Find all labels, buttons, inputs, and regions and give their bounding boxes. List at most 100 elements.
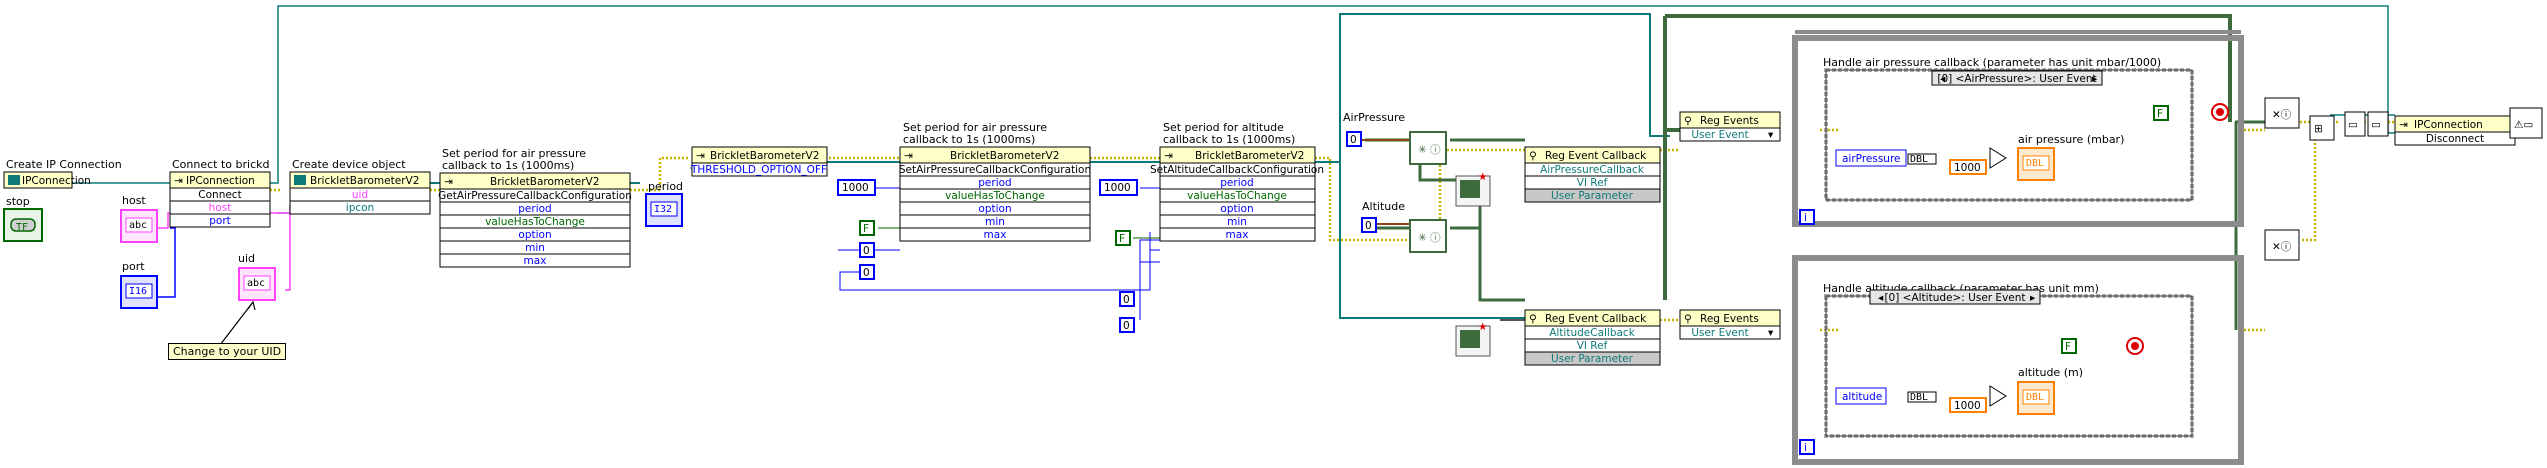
case-next-icon: ▸ [2092,73,2098,85]
connect-node[interactable]: Connect to brickd ⇥ IPConnection Connect… [169,158,271,228]
reg-callback-alt-node[interactable]: ⚲ Reg Event Callback AltitudeCallback VI… [1524,309,1661,366]
close-reference-2[interactable]: ▭ [2367,111,2389,137]
property-value: THRESHOLD_OPTION_OFF [690,164,827,176]
const-1000-a[interactable]: 1000 [837,179,876,196]
destroy-user-event-2[interactable]: ✕ⓘ [2264,229,2300,261]
reg-callback-air-title: Reg Event Callback [1545,150,1647,162]
stop-label: stop [6,195,30,208]
svg-text:I16: I16 [129,286,147,297]
air-indicator-label: air pressure (mbar) [2018,133,2124,146]
set-air-node[interactable]: Set period for air pressure callback to … [899,121,1091,242]
const-1000-a-value: 1000 [842,182,869,194]
svg-text:I32: I32 [654,204,672,215]
set-air-param-period: period [978,177,1011,189]
invoke-node-icon: ⇥ [444,176,453,188]
error-handler-node[interactable]: ⚠▭ [2509,107,2543,139]
create-device-name: BrickletBarometerV2 [310,175,419,187]
reg-events-2-node[interactable]: ⚲ Reg Events User Event ▾ [1679,309,1781,340]
create-user-event-1[interactable]: ✳ ⓘ [1409,131,1447,165]
create-ip-connection-node[interactable]: Create IP Connection IPConnection [3,158,122,189]
register-callback-icon: ⚲ [1529,313,1537,325]
set-alt-method: SetAltitudeCallbackConfiguration [1150,164,1324,176]
get-config-node[interactable]: Set period for air pressure callback to … [438,147,632,268]
svg-text:0: 0 [1365,220,1372,232]
port-terminal[interactable]: port I16 [120,260,158,309]
type-convert-icon [1907,391,1937,403]
reg-callback-air-param-event: AirPressureCallback [1540,164,1645,176]
uid-terminal[interactable]: uid abc [238,252,276,301]
const-0-d[interactable]: 0 [1119,317,1135,333]
merge-errors-node[interactable]: ⊞ [2309,115,2335,141]
port-wire [158,227,176,298]
divide-icon [1989,147,2007,169]
const-0-d-value: 0 [1123,320,1130,332]
air-case-selector: [0] <AirPressure>: User Event [1937,73,2096,85]
const-1000-b[interactable]: 1000 [1099,179,1138,196]
period-label: period [648,180,683,193]
set-alt-param-period: period [1220,177,1253,189]
string-control-icon [125,217,153,233]
const-0-b-value: 0 [863,267,870,279]
while-loop-alt[interactable]: Handle altitude callback (parameter has … [1792,255,2244,465]
callback-vi-air[interactable]: ★ [1455,171,1491,207]
event-reg-wire [1663,14,2232,300]
set-alt-node[interactable]: Set period for altitude callback to 1s (… [1150,121,1324,242]
const-false-b-value: F [1119,233,1125,245]
register-callback-icon: ⚲ [1529,150,1537,162]
property-node[interactable]: ⇥ BrickletBarometerV2 THRESHOLD_OPTION_O… [690,146,828,177]
const-false-a[interactable]: F [859,220,875,236]
get-config-param-max: max [524,255,547,267]
period-indicator: period I32 [645,180,683,227]
get-config-param-option: option [518,229,551,241]
svg-text:TF: TF [16,222,28,233]
numeric-indicator-icon [650,201,678,217]
const-false-b[interactable]: F [1115,230,1131,246]
altitude-terminal[interactable]: Altitude 0 [1361,200,1405,233]
device-refnum-wire [430,13,1670,184]
air-unbundle-field: airPressure [1842,153,1901,165]
svg-text:★: ★ [1478,321,1487,333]
uid-comment: Change to your UID [168,343,287,360]
svg-text:DBL: DBL [1910,154,1928,165]
reg-events-2-title: Reg Events [1700,313,1759,325]
const-0-a[interactable]: 0 [859,242,875,258]
ip-connection-icon [8,175,20,185]
alt-iteration-terminal: i [1804,442,1807,454]
reg-events-2-event: User Event [1691,327,1748,339]
const-0-a-value: 0 [863,245,870,257]
air-iteration-terminal: i [1804,212,1807,224]
destroy-user-event-1[interactable]: ✕ⓘ [2264,97,2300,129]
register-events-icon: ⚲ [1684,115,1692,127]
svg-text:DBL: DBL [2026,158,2044,169]
air-divisor-const: 1000 [1954,162,1981,174]
user-event-icon: ✳ ⓘ [1418,144,1441,156]
string-control-icon [243,275,271,291]
const-0-b[interactable]: 0 [859,264,875,280]
altitude-label: Altitude [1362,200,1405,213]
callback-vi-icon [1460,180,1480,198]
get-config-param-period: period [518,203,551,215]
host-terminal[interactable]: host abc [120,194,158,243]
reg-callback-air-node[interactable]: ⚲ Reg Event Callback AirPressureCallback… [1524,146,1661,203]
disconnect-node[interactable]: ⇥ IPConnection Disconnect [2394,115,2516,146]
callback-vi-alt[interactable]: ★ [1455,321,1491,357]
reg-callback-alt-param-event: AltitudeCallback [1549,327,1636,339]
create-device-param-uid: uid [352,189,368,201]
const-0-c[interactable]: 0 [1119,291,1135,307]
set-alt-param-max: max [1226,229,1249,241]
stop-terminal[interactable]: stop TF [3,195,43,242]
invoke-node-icon: ⇥ [174,175,183,187]
close-reference-1[interactable]: ▭ [2344,111,2366,137]
airpressure-terminal[interactable]: AirPressure 0 [1343,111,1405,147]
set-alt-param-min: min [1227,216,1247,228]
set-air-name: BrickletBarometerV2 [950,150,1059,162]
property-name: BrickletBarometerV2 [710,150,819,162]
while-loop-air[interactable]: Handle air pressure callback (parameter … [1792,30,2244,227]
svg-text:abc: abc [129,220,147,231]
reg-callback-alt-param-vi: VI Ref [1577,340,1608,352]
create-user-event-2[interactable]: ✳ ⓘ [1409,219,1447,253]
create-device-node[interactable]: Create device object BrickletBarometerV2… [289,158,431,215]
create-device-param-ipcon: ipcon [346,202,374,214]
set-air-param-change: valueHasToChange [945,190,1045,202]
reg-events-1-node[interactable]: ⚲ Reg Events User Event ▾ [1679,111,1781,142]
